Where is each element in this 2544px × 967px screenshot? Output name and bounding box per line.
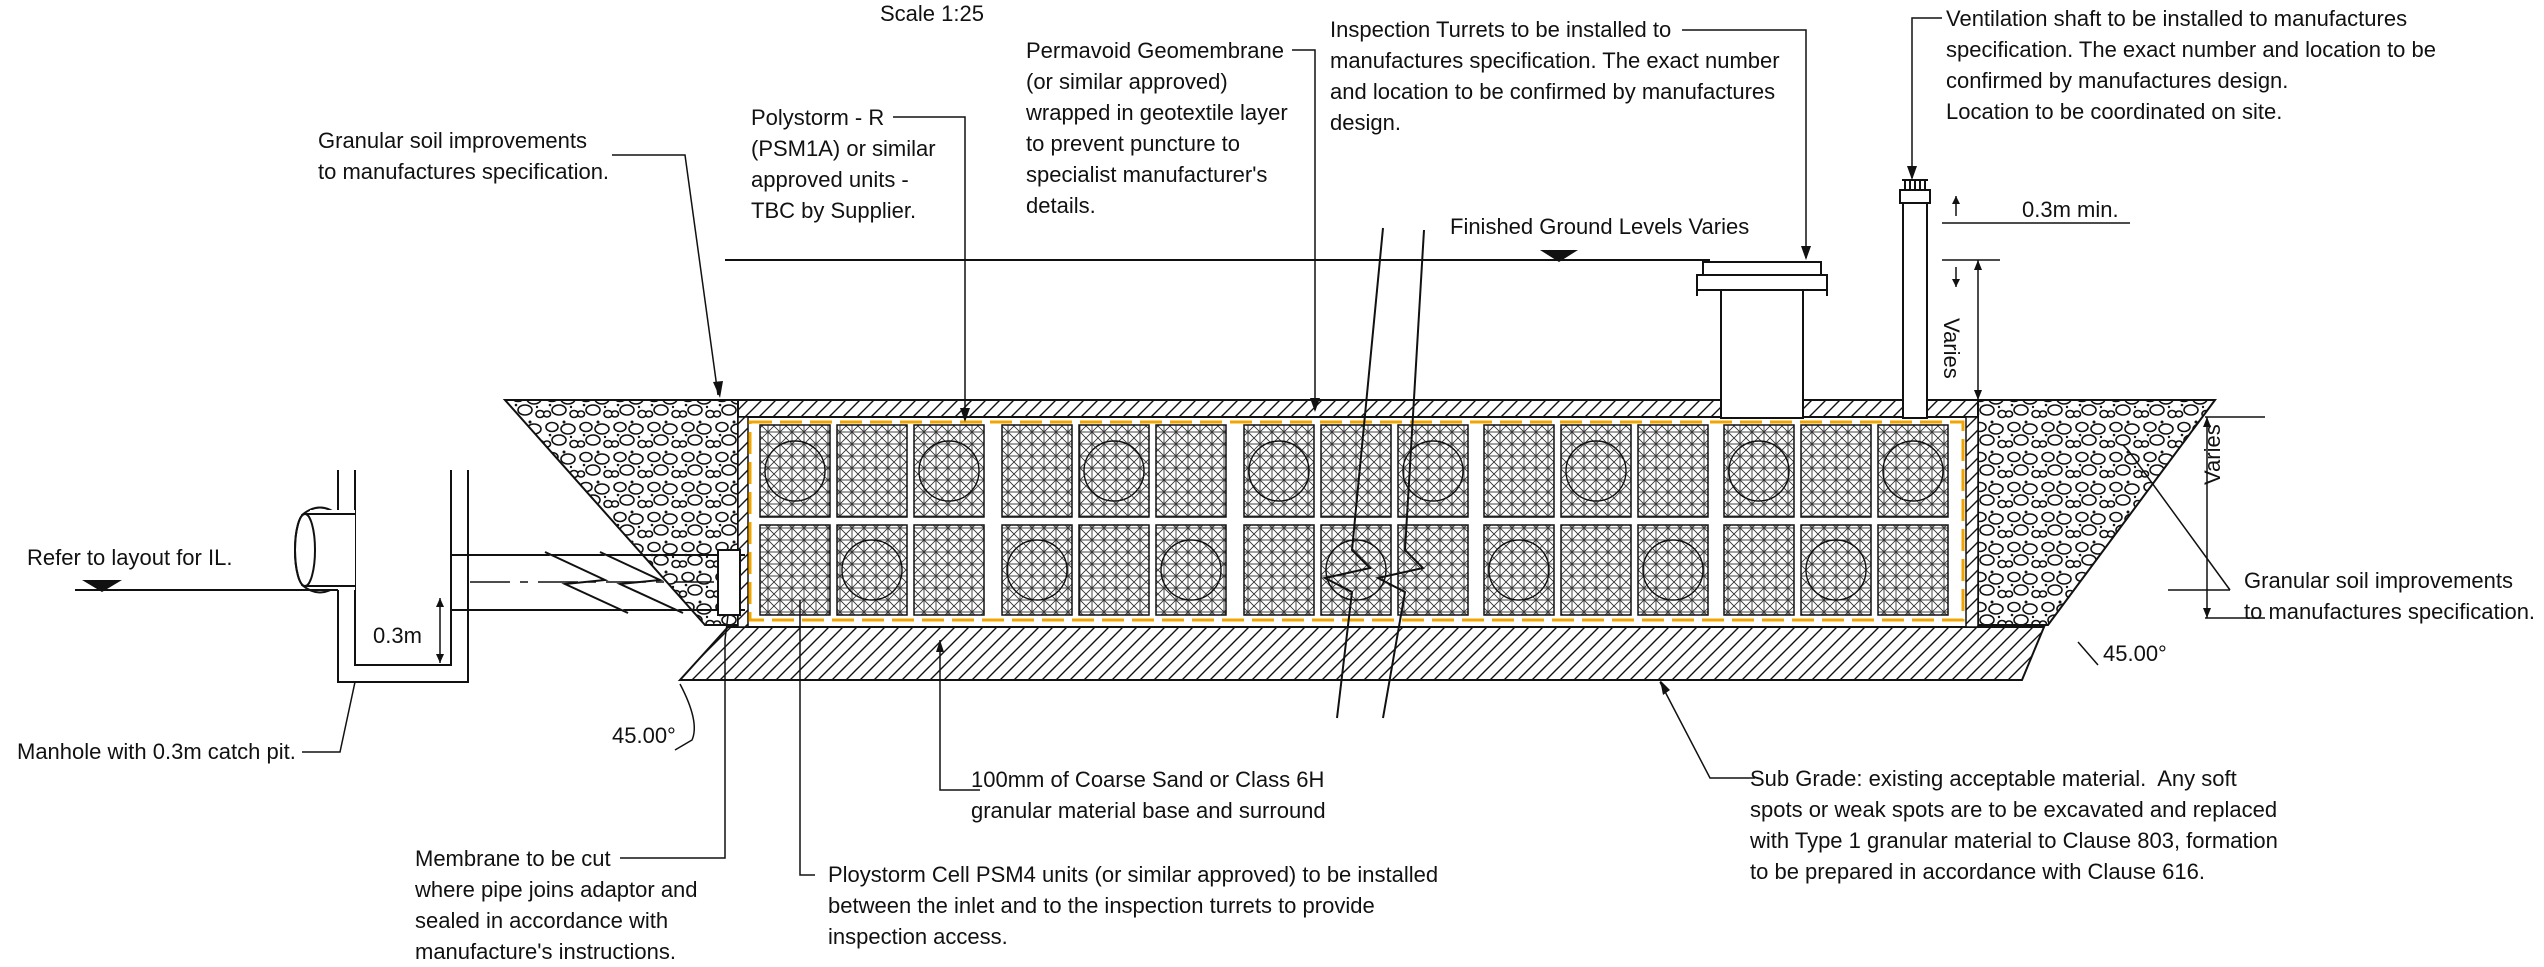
crate-circle: [1882, 440, 1944, 502]
manhole: [294, 470, 469, 683]
label-coarse-sand: 100mm of Coarse Sand or Class 6H granula…: [971, 767, 1326, 823]
crate-cell: [1397, 524, 1469, 616]
sand-surround-left: [737, 416, 749, 628]
crate-circle: [1248, 440, 1310, 502]
crate-circle: [841, 539, 903, 601]
label-ploystorm-cell: Ploystorm Cell PSM4 units (or similar ap…: [828, 862, 1439, 949]
crate-cell: [1723, 524, 1795, 616]
crate-cell: [1800, 524, 1872, 616]
crate-cell: [1877, 524, 1949, 616]
crate-cell: [1078, 524, 1150, 616]
crate-circle: [1728, 440, 1790, 502]
leader-arrows: [713, 166, 2211, 695]
label-granular-right: Granular soil improvements to manufactur…: [2244, 568, 2536, 624]
crate-cell: [913, 424, 985, 518]
crate-cell: [1637, 524, 1709, 616]
sand-surround-right: [1965, 416, 1979, 628]
crate-cell: [836, 524, 908, 616]
crate-cell: [1078, 424, 1150, 518]
dim-varies-side: Varies: [2200, 424, 2225, 485]
dim-angle-right: 45.00°: [2103, 641, 2167, 666]
crate-cell: [1155, 524, 1227, 616]
invert-level-marker: [82, 580, 122, 592]
break-line-right: [1375, 229, 1425, 719]
crate-circle: [1565, 440, 1627, 502]
sub-grade-base: [677, 626, 2046, 681]
label-refer-layout: Refer to layout for IL.: [27, 545, 233, 570]
crate-circle: [1402, 440, 1464, 502]
crate-cell: [1723, 424, 1795, 518]
crate-cell: [1001, 424, 1073, 518]
crate-cell: [1483, 524, 1555, 616]
label-ventilation: Ventilation shaft to be installed to man…: [1946, 6, 2437, 124]
leader-lines: [302, 17, 2265, 876]
dim-min-height: 0.3m min.: [2022, 197, 2119, 222]
top-cover-band: [737, 399, 1979, 418]
dim-varies-top: Varies: [1939, 318, 1964, 379]
label-permavoid: Permavoid Geomembrane (or similar approv…: [1026, 38, 1288, 218]
label-sub-grade: Sub Grade: existing acceptable material.…: [1750, 766, 2278, 884]
dim-angle-left: 45.00°: [612, 723, 676, 748]
crate-circle: [764, 440, 826, 502]
ground-level-marker: [1540, 250, 1578, 262]
crate-circle: [1488, 539, 1550, 601]
crate-circle: [918, 440, 980, 502]
crate-circle: [1642, 539, 1704, 601]
break-line-left: [1322, 227, 1384, 719]
granular-fill-left: [502, 399, 739, 626]
crate-cell: [1877, 424, 1949, 518]
label-manhole: Manhole with 0.3m catch pit.: [17, 739, 296, 764]
drawing-scale: Scale 1:25: [880, 1, 984, 26]
label-inspection-turrets: Inspection Turrets to be installed to ma…: [1330, 17, 1780, 135]
crate-cell: [913, 524, 985, 616]
crate-cell: [1560, 424, 1632, 518]
label-membrane-cut: Membrane to be cut where pipe joins adap…: [415, 846, 698, 964]
crate-cell: [759, 424, 831, 518]
crate-cell: [1155, 424, 1227, 518]
geomembrane: [748, 420, 1965, 622]
crate-cell: [836, 424, 908, 518]
crate-cell: [759, 524, 831, 616]
crate-cell: [1483, 424, 1555, 518]
granular-fill-right: [1977, 399, 2217, 626]
crate-cell: [1637, 424, 1709, 518]
dim-catch-pit: 0.3m: [373, 623, 422, 648]
label-finished-ground: Finished Ground Levels Varies: [1450, 214, 1750, 239]
crate-cell: [1243, 524, 1315, 616]
crate-cell: [1001, 524, 1073, 616]
label-polystorm: Polystorm - R (PSM1A) or similar approve…: [751, 105, 936, 223]
ventilation-shaft: [1899, 179, 1931, 419]
inlet-pipe: [451, 549, 745, 616]
label-granular-left: Granular soil improvements to manufactur…: [318, 128, 610, 184]
crate-cell: [1560, 524, 1632, 616]
crate-cell: [1243, 424, 1315, 518]
crate-circle: [1160, 539, 1222, 601]
crate-circle: [1805, 539, 1867, 601]
crate-cell: [1800, 424, 1872, 518]
crate-circle: [1083, 440, 1145, 502]
inspection-turret: [1696, 261, 1828, 419]
crate-circle: [1325, 539, 1387, 601]
crate-circle: [1006, 539, 1068, 601]
